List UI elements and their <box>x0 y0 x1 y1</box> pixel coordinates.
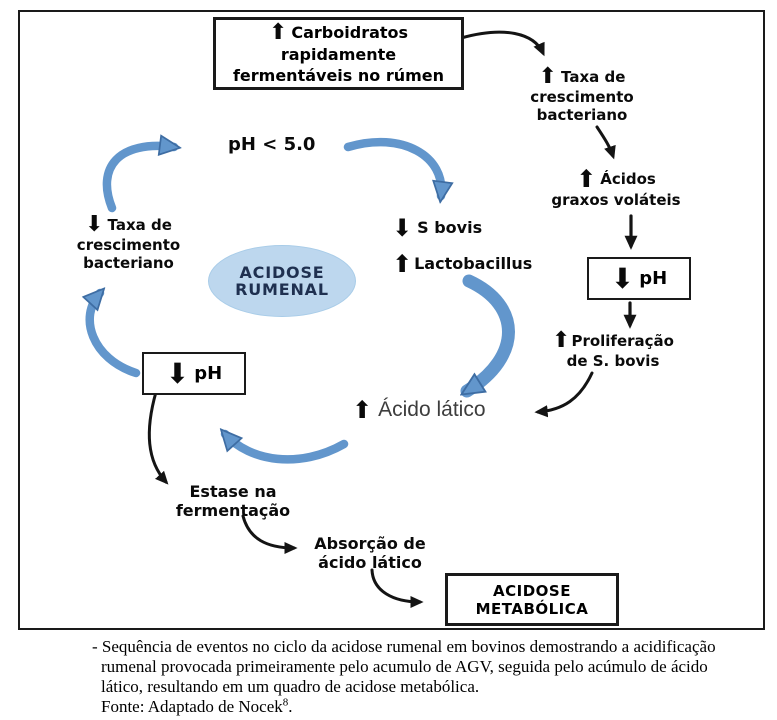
taxa-right-text-1: Taxa de <box>561 68 626 86</box>
proliferacao-text-2: de S. bovis <box>566 352 660 370</box>
up-arrow-icon: ⬆ <box>552 328 571 353</box>
up-arrow-icon: ⬆ <box>392 250 413 278</box>
node-ph-threshold: pH < 5.0 <box>228 136 315 154</box>
ellipse-text-1: ACIDOSE <box>239 263 325 282</box>
figure-border <box>18 10 765 630</box>
carb-text-2: rapidamente <box>280 44 397 64</box>
ph-threshold-text: pH < 5.0 <box>228 134 316 155</box>
node-estase: Estase na fermentação <box>153 482 313 520</box>
node-s-bovis: ⬇ S bovis <box>392 216 522 240</box>
caption-line-1: - Sequência de eventos no ciclo da acido… <box>92 637 716 656</box>
down-arrow-icon: ⬇ <box>392 214 413 242</box>
carb-text-3: fermentáveis no rúmen <box>232 65 445 85</box>
metabolica-text-2: METABÓLICA <box>475 599 589 618</box>
carb-line-1: ⬆ Carboidratos <box>268 19 409 45</box>
up-arrow-icon: ⬆ <box>352 396 373 424</box>
down-arrow-icon: ⬇ <box>85 212 104 237</box>
metabolica-text-1: ACIDOSE <box>493 581 571 600</box>
up-arrow-icon: ⬆ <box>538 64 558 89</box>
ph-left-text: pH <box>194 363 223 384</box>
node-proliferacao: ⬆ Proliferação de S. bovis <box>528 328 698 371</box>
down-arrow-icon: ⬇ <box>165 356 190 390</box>
taxa-right-text-2: crescimento <box>530 88 634 106</box>
estase-text-1: Estase na <box>189 482 277 501</box>
caption-fonte: Fonte: Adaptado de Nocek8. <box>88 697 777 717</box>
up-arrow-icon: ⬆ <box>268 19 288 45</box>
node-ph-box-left: ⬇ pH <box>142 352 246 395</box>
caption-line-3: lático, resultando em um quadro de acido… <box>101 677 480 696</box>
acido-latico-text: Ácido lático <box>378 398 486 421</box>
node-acidose-rumenal-ellipse: ACIDOSE RUMENAL <box>208 245 356 317</box>
proliferacao-text-1: Proliferação <box>571 332 674 350</box>
carb-text-1: Carboidratos <box>291 23 409 42</box>
node-acido-latico: ⬆ Ácido lático <box>352 398 486 422</box>
up-arrow-icon: ⬆ <box>576 165 597 193</box>
fonte-text: Fonte: Adaptado de Nocek <box>101 697 283 716</box>
down-arrow-icon: ⬇ <box>610 261 635 295</box>
absorcao-text-1: Absorção de <box>314 534 426 553</box>
node-absorcao: Absorção de ácido lático <box>287 534 453 572</box>
node-acidose-metabolica-box: ACIDOSE METABÓLICA <box>445 573 619 626</box>
ph-right-text: pH <box>639 268 668 289</box>
taxa-right-text-3: bacteriano <box>536 106 628 124</box>
node-acidos-graxos: ⬆ Ácidos graxos voláteis <box>532 167 700 209</box>
lactobacillus-text: Lactobacillus <box>414 254 533 273</box>
taxa-left-text-3: bacteriano <box>83 254 174 272</box>
acidos-text-2: graxos voláteis <box>551 191 681 209</box>
s-bovis-text: S bovis <box>417 218 483 237</box>
taxa-left-text-1: Taxa de <box>107 216 172 234</box>
node-lactobacillus: ⬆ Lactobacillus <box>392 252 552 276</box>
estase-text-2: fermentação <box>175 501 291 520</box>
acidos-text-1: Ácidos <box>600 170 656 188</box>
absorcao-text-2: ácido lático <box>318 553 422 572</box>
ellipse-text-2: RUMENAL <box>235 280 329 299</box>
node-carboidratos-box: ⬆ Carboidratos rapidamente fermentáveis … <box>213 17 464 90</box>
node-ph-box-right: ⬇ pH <box>587 257 691 300</box>
caption-line-2: rumenal provocada primeiramente pelo acu… <box>101 657 708 676</box>
figure-caption: - Sequência de eventos no ciclo da acido… <box>88 637 777 717</box>
fonte-period: . <box>288 697 293 716</box>
taxa-left-text-2: crescimento <box>76 236 181 254</box>
node-taxa-crescimento-right: ⬆ Taxa de crescimento bacteriano <box>498 64 666 125</box>
node-taxa-crescimento-left: ⬇ Taxa de crescimento bacteriano <box>46 212 211 273</box>
fonte-superscript: 8 <box>282 696 289 709</box>
